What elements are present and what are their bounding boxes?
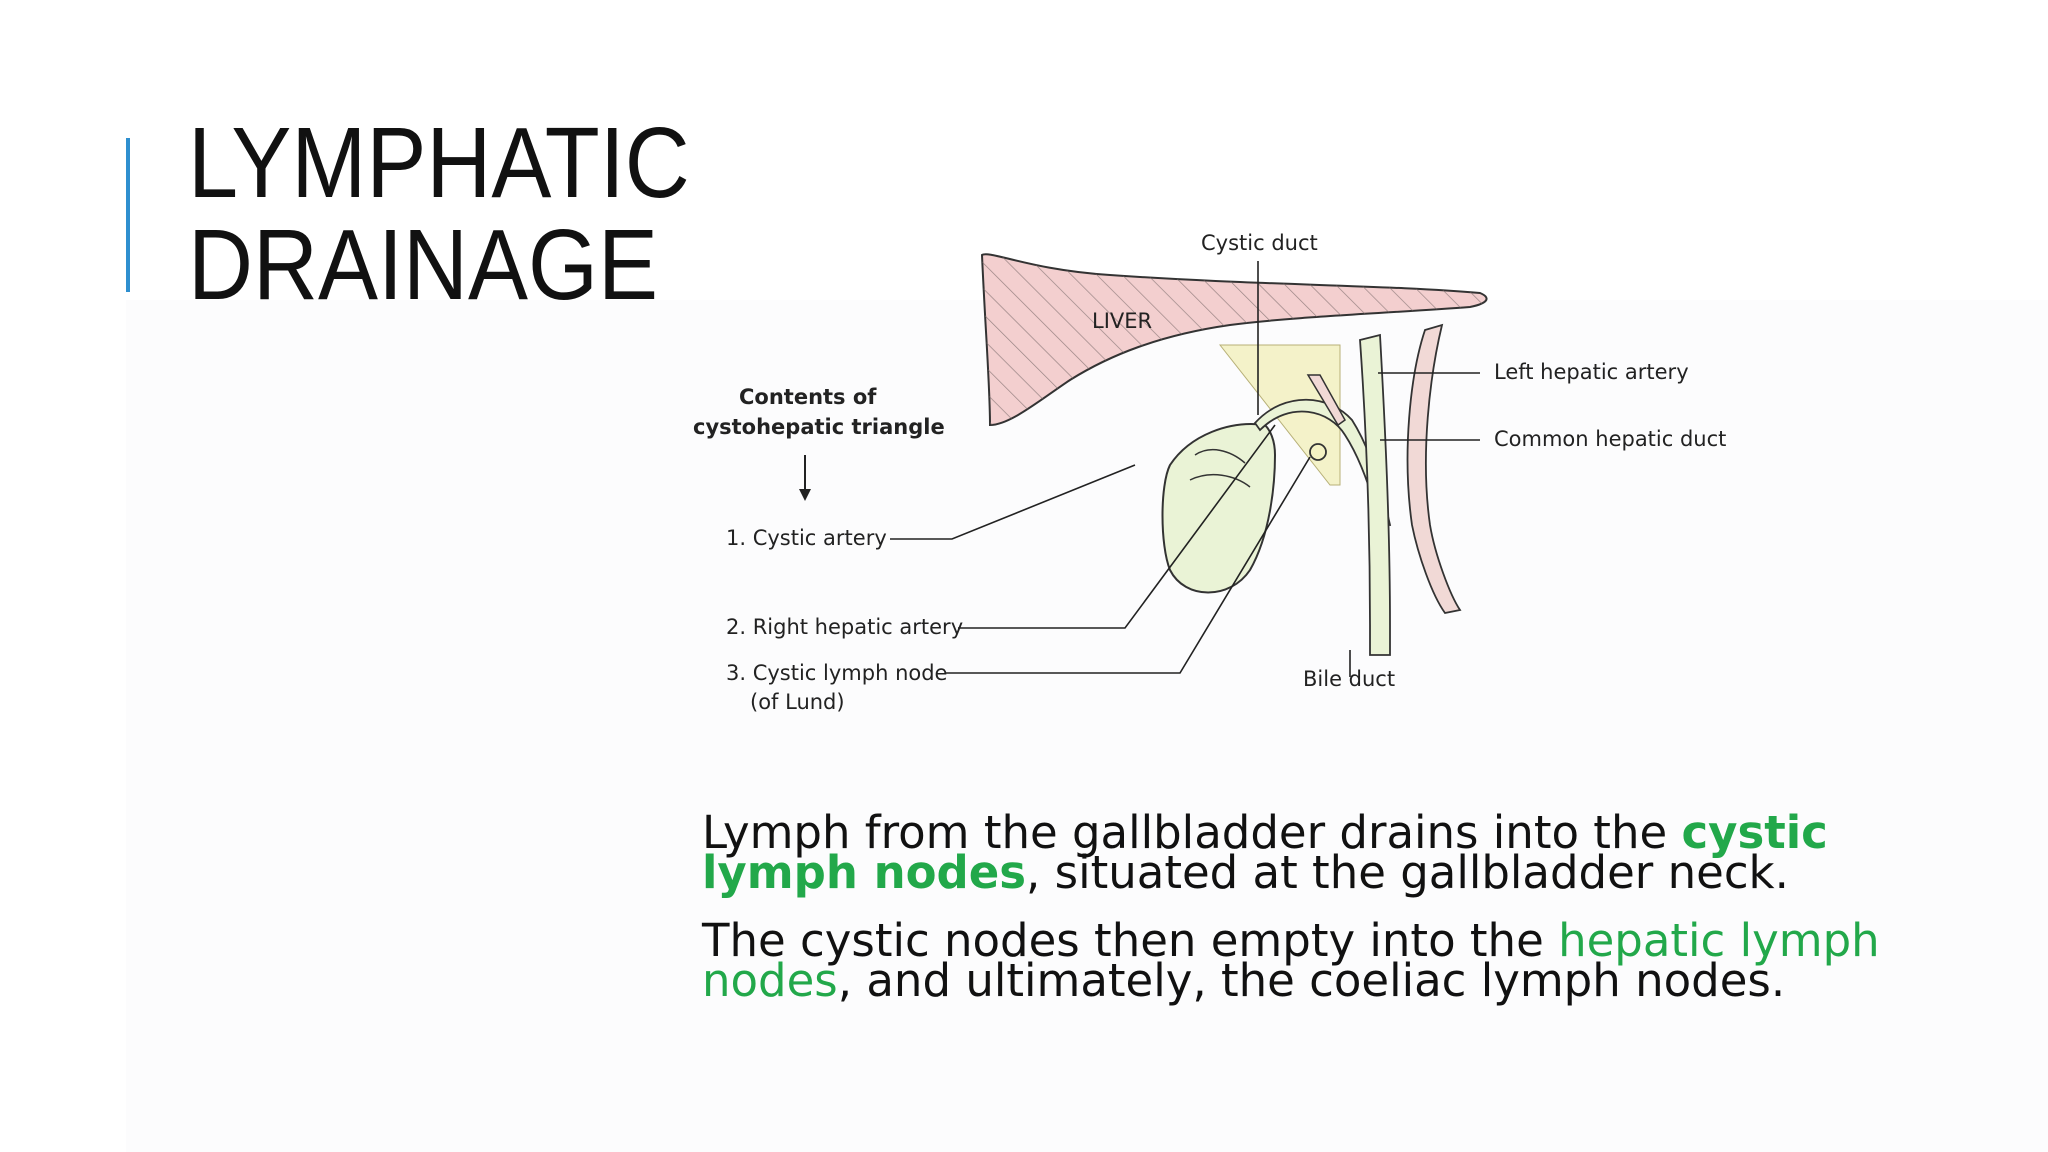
label-bile-duct: Bile duct xyxy=(1303,667,1395,691)
paragraph-1: Lymph from the gallbladder drains into t… xyxy=(702,813,1902,893)
label-common-hepatic-duct: Common hepatic duct xyxy=(1494,427,1726,451)
paragraph-1-text-end: , situated at the gallbladder neck. xyxy=(1026,846,1789,899)
title-accent-bar xyxy=(126,138,130,292)
label-cystic-duct: Cystic duct xyxy=(1201,231,1318,255)
title-line-1: LYMPHATIC xyxy=(188,112,728,214)
paragraph-2-text-end: , and ultimately, the coeliac lymph node… xyxy=(838,954,1785,1007)
label-item-1: 1. Cystic artery xyxy=(726,526,887,550)
hepatic-artery-shape xyxy=(1408,325,1460,613)
label-item-2: 2. Right hepatic artery xyxy=(726,615,963,639)
label-item-3-sub: (of Lund) xyxy=(750,690,845,714)
gallbladder-shape xyxy=(1163,424,1276,592)
anatomy-diagram: LIVER Cystic duct Left hepatic artery Co… xyxy=(690,225,1750,735)
down-arrow-icon xyxy=(799,455,811,501)
label-contents-heading-1: Contents of xyxy=(739,385,877,409)
title-line-2: DRAINAGE xyxy=(188,214,728,316)
anatomy-diagram-svg: LIVER Cystic duct Left hepatic artery Co… xyxy=(690,225,1750,735)
label-item-3: 3. Cystic lymph node xyxy=(726,661,947,685)
bile-duct-shape xyxy=(1360,335,1390,655)
label-left-hepatic-artery: Left hepatic artery xyxy=(1494,360,1689,384)
label-liver: LIVER xyxy=(1092,309,1152,333)
label-contents-heading-2: cystohepatic triangle xyxy=(693,415,945,439)
body-text: Lymph from the gallbladder drains into t… xyxy=(702,813,1902,1029)
slide-title: LYMPHATIC DRAINAGE xyxy=(188,112,728,316)
cystic-lymph-node-shape xyxy=(1310,444,1326,460)
paragraph-2: The cystic nodes then empty into the hep… xyxy=(702,921,1902,1001)
